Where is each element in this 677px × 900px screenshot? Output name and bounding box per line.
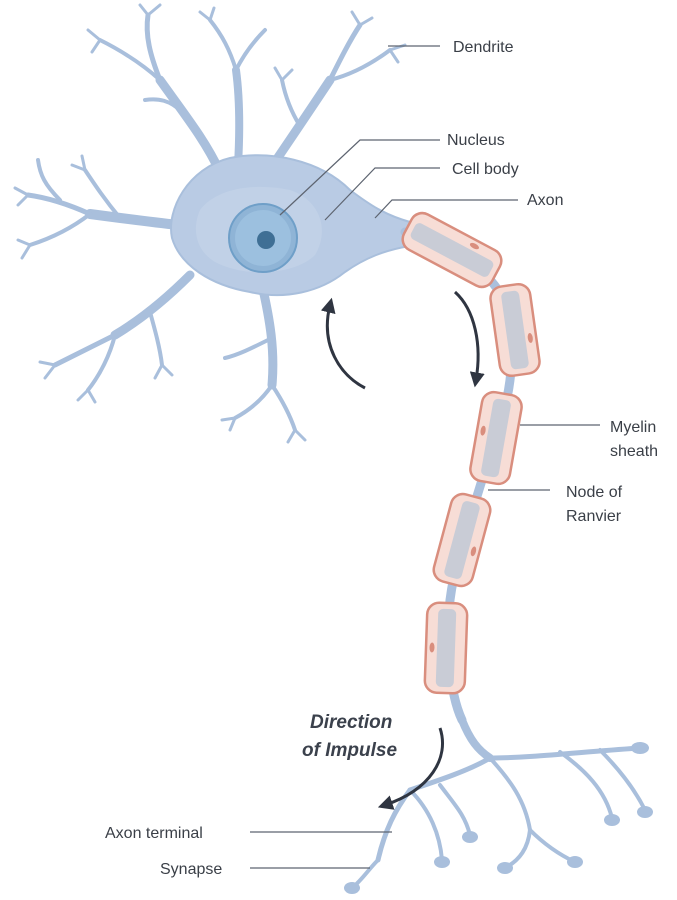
- label-cell-body: Cell body: [452, 161, 519, 178]
- impulse-arrow-left: [327, 305, 365, 388]
- label-direction-line2: of Impulse: [302, 740, 397, 761]
- myelin-segment: [489, 283, 541, 378]
- myelin-segment: [424, 602, 467, 693]
- impulse-arrow-right: [455, 292, 478, 380]
- label-direction-line1: Direction: [310, 712, 392, 733]
- label-nucleus: Nucleus: [447, 132, 505, 149]
- label-axon: Axon: [527, 192, 563, 209]
- label-axon-terminal: Axon terminal: [105, 825, 203, 842]
- myelin-segment: [431, 491, 493, 588]
- label-node-line2: Ranvier: [566, 508, 622, 525]
- label-dendrite: Dendrite: [453, 39, 514, 56]
- myelin-segment: [468, 390, 523, 486]
- myelin-sheath: [398, 209, 541, 694]
- myelin-segment: [398, 209, 505, 291]
- label-node-line1: Node of: [566, 484, 623, 501]
- label-synapse: Synapse: [160, 861, 222, 878]
- label-myelin-line2: sheath: [610, 443, 658, 460]
- label-myelin-line1: Myelin: [610, 419, 656, 436]
- nucleus: [229, 204, 297, 272]
